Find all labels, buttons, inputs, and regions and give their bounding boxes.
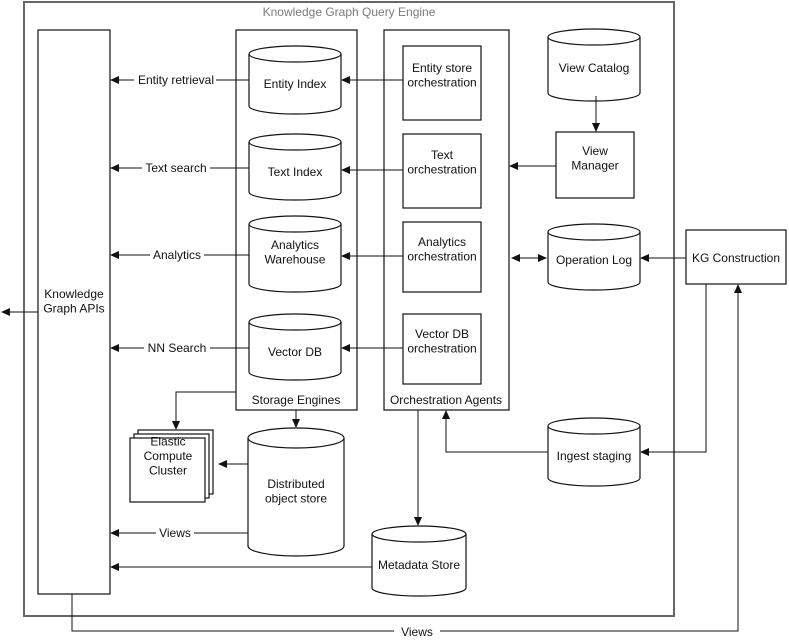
nn-search-label: NN Search bbox=[148, 341, 207, 355]
kg-construction-box[interactable] bbox=[685, 229, 787, 285]
operation-log-cylinder[interactable]: Operation Log bbox=[547, 223, 641, 291]
views-loop-edge-right bbox=[440, 284, 742, 632]
operation-log-label: Operation Log bbox=[556, 253, 632, 267]
view-catalog-cylinder[interactable]: View Catalog bbox=[547, 28, 641, 102]
kg-construction-label: KG Construction bbox=[692, 251, 780, 265]
vector-db-cylinder[interactable]: Vector DB bbox=[248, 313, 342, 381]
entity-store-orchestration-box[interactable] bbox=[402, 45, 482, 121]
analytics-label: Analytics bbox=[153, 248, 201, 262]
ingest-staging-cylinder[interactable]: Ingest staging bbox=[547, 417, 641, 487]
analytics-orchestration-box[interactable] bbox=[402, 221, 482, 293]
text-orchestration-box[interactable] bbox=[402, 133, 482, 209]
text-search-label: Text search bbox=[145, 161, 206, 175]
views-loop-edge-left bbox=[71, 594, 394, 632]
metadata-store-label: Metadata Store bbox=[378, 558, 460, 572]
entity-retrieval-label: Entity retrieval bbox=[138, 73, 214, 87]
vector-db-label: Vector DB bbox=[268, 345, 322, 359]
engine-title: Knowledge Graph Query Engine bbox=[263, 5, 436, 19]
vector-db-orchestration-box[interactable] bbox=[402, 313, 482, 385]
kgc-to-ingest-edge bbox=[640, 284, 707, 456]
ingest-staging-label: Ingest staging bbox=[557, 449, 632, 463]
text-index-label: Text Index bbox=[268, 165, 323, 179]
metadata-store-cylinder[interactable]: Metadata Store bbox=[371, 525, 467, 597]
view-catalog-label: View Catalog bbox=[559, 61, 630, 75]
ingest-to-orchestration-edge bbox=[442, 410, 548, 453]
kg-apis-box[interactable] bbox=[37, 29, 111, 595]
view-manager-box[interactable] bbox=[555, 131, 635, 199]
views-bottom-label: Views bbox=[401, 625, 433, 639]
entity-index-label: Entity Index bbox=[264, 77, 327, 91]
text-index-cylinder[interactable]: Text Index bbox=[248, 133, 342, 201]
storage-to-compute-edge bbox=[172, 391, 236, 430]
query-engine-frame bbox=[23, 1, 675, 617]
entity-index-cylinder[interactable]: Entity Index bbox=[248, 45, 342, 115]
views-inner-label: Views bbox=[159, 526, 191, 540]
orchestration-agents-label: Orchestration Agents bbox=[390, 393, 502, 407]
storage-engines-label: Storage Engines bbox=[252, 393, 341, 407]
